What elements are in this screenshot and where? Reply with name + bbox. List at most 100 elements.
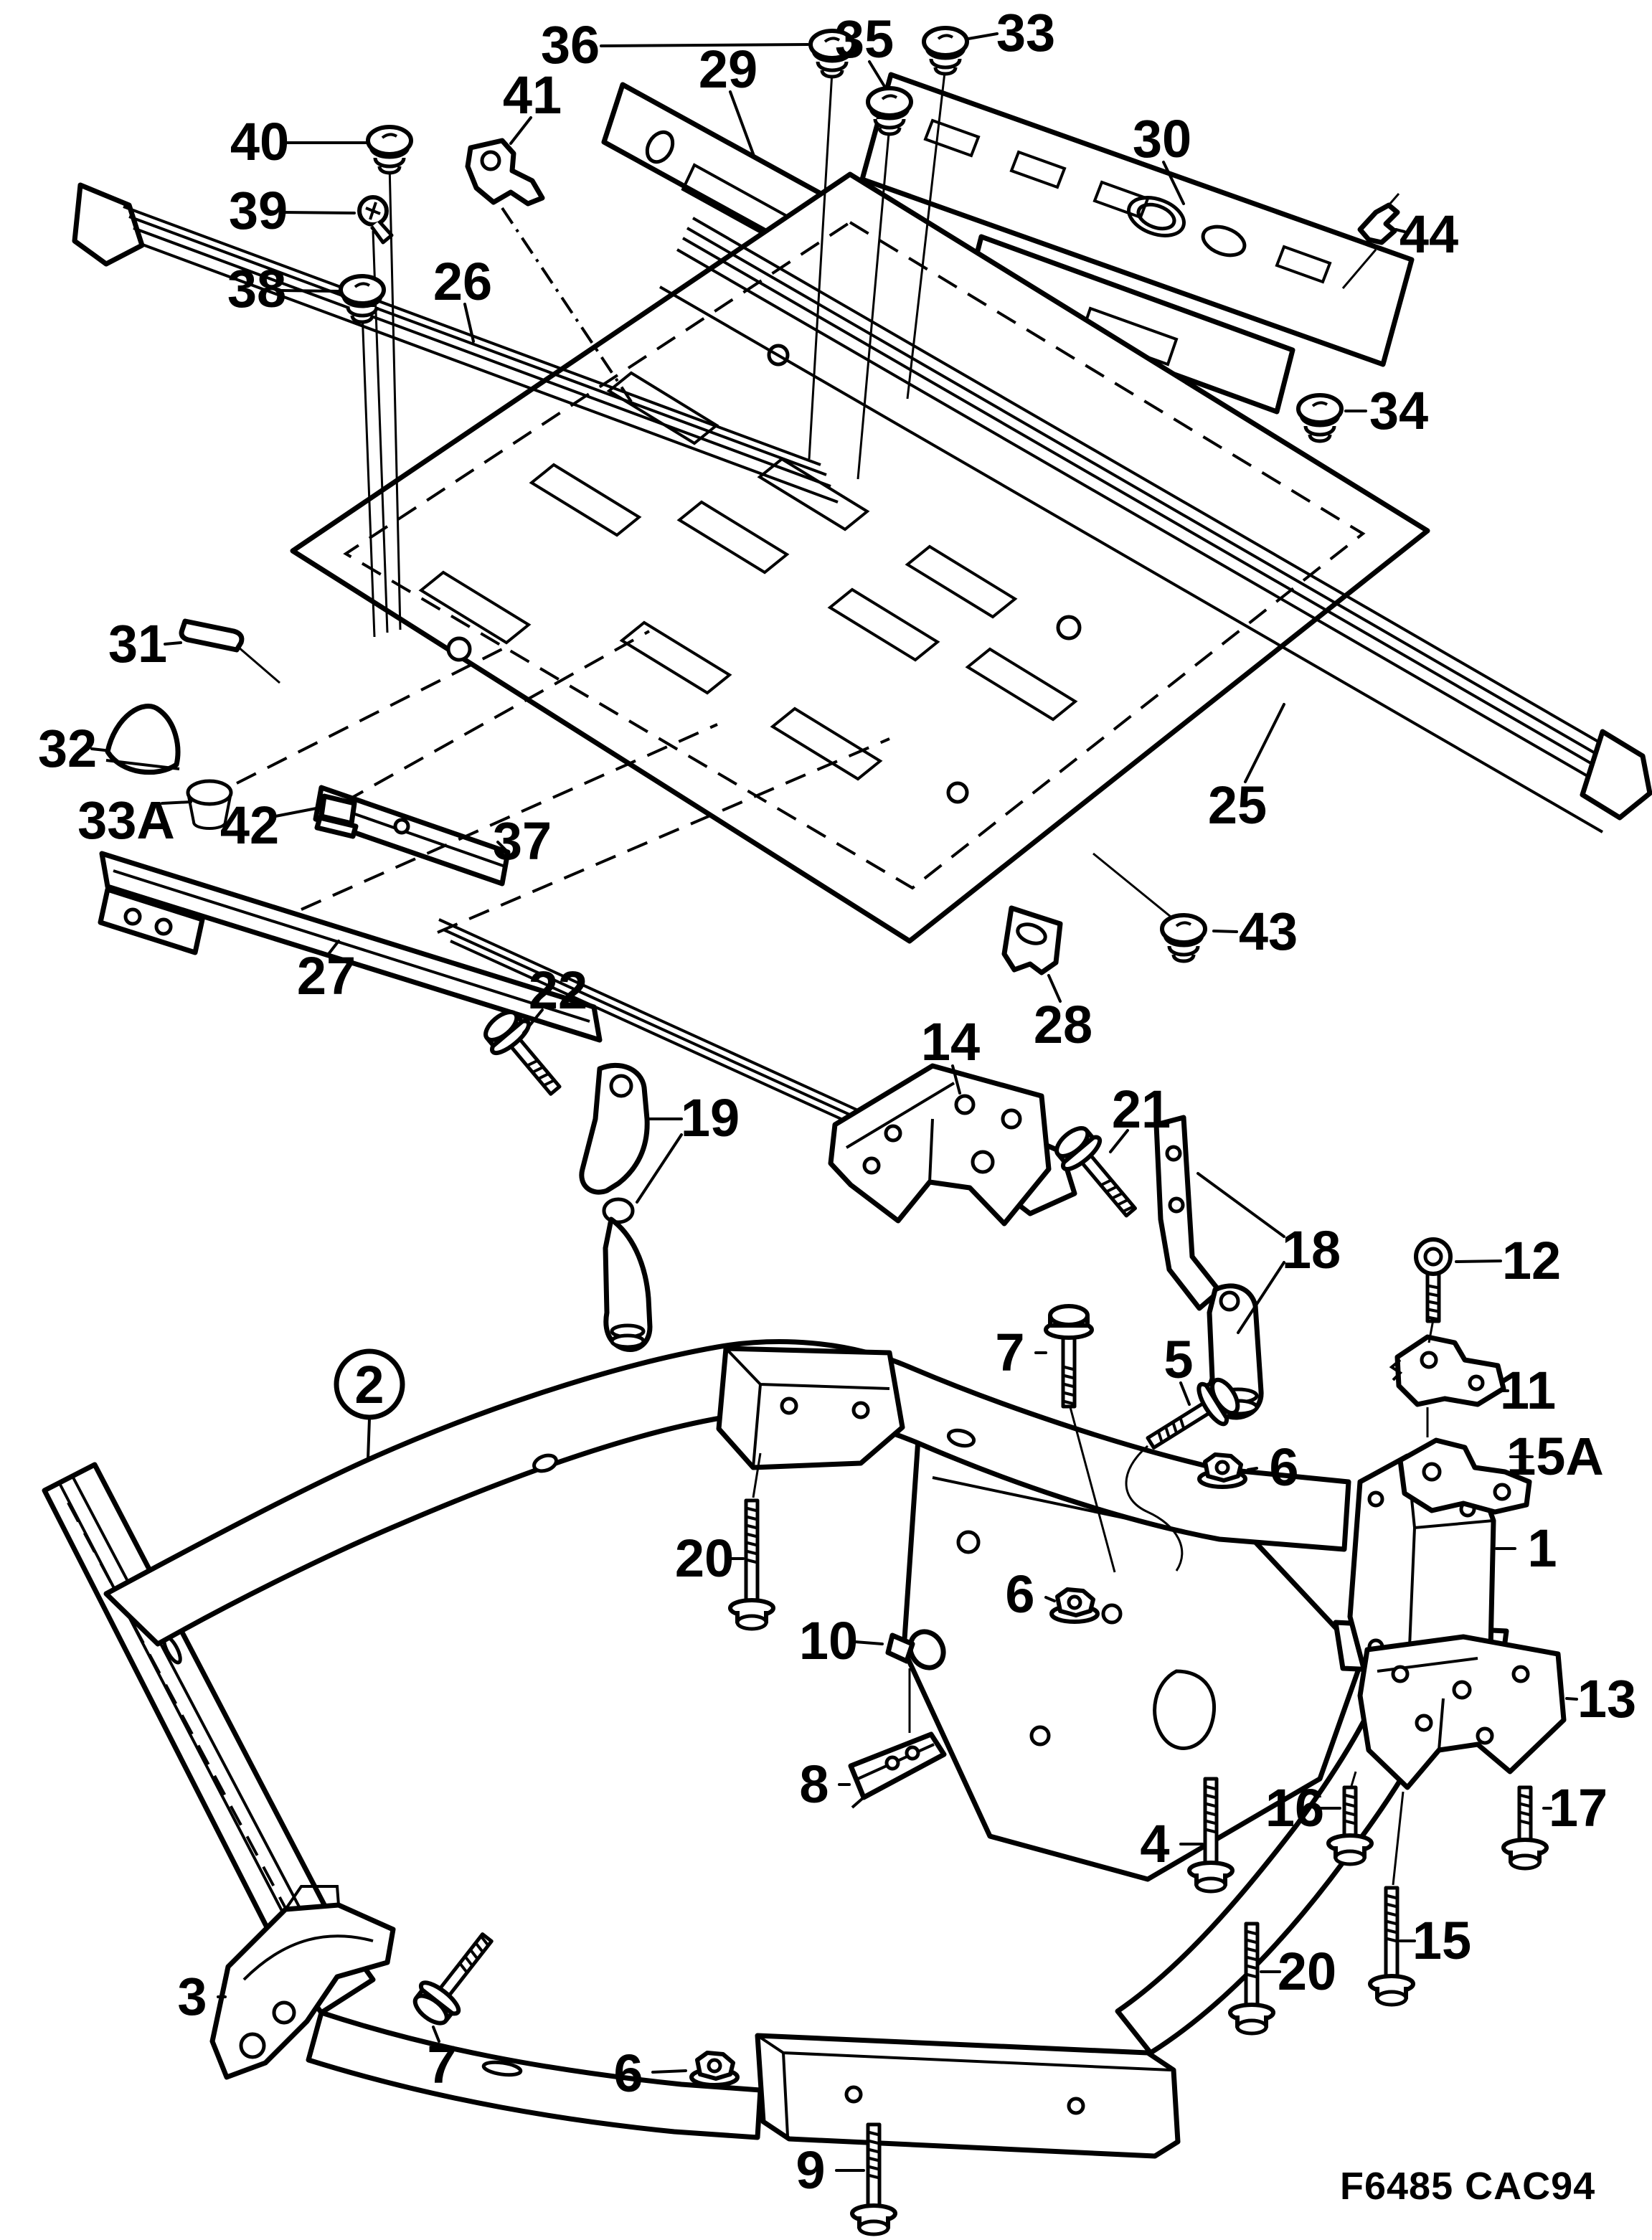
callout-number: 4 [1140,1814,1169,1873]
triangular-cap-base [105,759,180,770]
center-plate-hole [1101,1603,1123,1625]
callout-number: 36 [541,15,600,75]
rear-panel-slot [923,118,1332,284]
callout-37: 37 [493,811,552,871]
callout-number: 17 [1549,1778,1608,1838]
subframe-assembly [42,1062,1567,2159]
callout-44: 44 [1394,204,1458,264]
callout-leader [651,2069,687,2074]
callout-number: 9 [796,2140,825,2200]
callout-15: 15 [1399,1911,1471,1970]
front-member-boss [716,1346,905,1470]
callout-number: 20 [1278,1942,1336,2001]
callout-number: 27 [297,946,356,1006]
callout-27: 27 [297,940,356,1006]
callout-leader [1247,1467,1258,1471]
pin-stem [237,65,1377,2123]
callout-number: 7 [995,1323,1024,1382]
callout-6: 6 [613,2043,687,2103]
center-plate-hole [1029,1725,1051,1747]
nut-6-upper-icon [1197,1452,1247,1489]
yoke-hole [1415,1714,1433,1732]
cage-nut-clip-hole [480,150,501,171]
grommet-40-icon [366,125,413,175]
callout-25: 25 [1208,703,1285,835]
floor-pan-assembly [72,65,1652,2123]
callout-leader [729,90,756,159]
callout-33: 33 [967,3,1055,62]
callout-number: 8 [799,1754,829,1814]
callout-number: 22 [529,960,587,1020]
callout-leader [1394,228,1406,233]
callout-leader [496,841,508,852]
left-sill-strip [123,205,839,504]
floor-pan [290,171,1430,944]
rubber-link-ring [610,1333,646,1349]
callout-number: 2 [354,1355,384,1414]
callout-leader [1565,1697,1578,1701]
stay-bracket-hole [272,2000,296,2025]
callout-number: 33A [77,790,175,850]
callout-10: 10 [799,1611,884,1670]
callout-2: 2 [334,1348,405,1460]
callout-12: 12 [1455,1231,1561,1290]
callout-number: 43 [1239,902,1298,961]
bolt-22-icon [483,1010,562,1096]
front-rail-bracket-hole [123,907,142,926]
callout-number: 5 [1164,1330,1193,1389]
callout-number: 6 [1005,1564,1034,1624]
center-plate-hole [956,1530,981,1554]
grommet-43-icon [1160,913,1207,963]
callout-28: 28 [1034,974,1092,1054]
callout-leader [1244,703,1285,783]
callout-4: 4 [1140,1814,1204,1873]
callout-number: 31 [108,614,167,674]
callout-leader [463,303,475,343]
callout-29: 29 [699,39,757,159]
left-sill-endcap [72,182,145,267]
rubber-link-eye [1219,1290,1240,1312]
stay-strap [1153,1115,1222,1311]
callout-number: 6 [613,2043,643,2103]
bolt-15-icon [1368,1886,1415,2007]
front-rail-bracket-hole [154,917,173,936]
bolt-20-right-icon [1228,1922,1275,2036]
rivet-body [885,1632,915,1664]
grommet-36-icon [808,29,856,79]
callout-number: 44 [1400,204,1458,264]
stay-bracket-curve [242,1885,374,1981]
callout-number: 26 [433,252,492,311]
callout-leader [280,289,340,293]
front-member-boss-facet [724,1347,890,1468]
callout-40: 40 [230,112,369,171]
callout-leader [1455,1260,1502,1263]
rubber-link-eye [609,1074,633,1098]
callout-number: 1 [1527,1518,1557,1578]
callout-6: 6 [1005,1564,1056,1624]
callout-leader [854,1640,884,1645]
callout-18: 18 [1196,1172,1341,1334]
cup-plug-body [187,792,232,830]
callout-number: 42 [220,795,279,855]
grommet-35-icon [866,86,913,136]
clamp-hole [905,1745,920,1761]
bolt-5-icon [1146,1377,1240,1450]
torx-bolt-12-icon [1414,1237,1453,1323]
callout-15A: 15A [1506,1427,1604,1486]
callout-leader [1212,930,1238,933]
nut-6-lower-icon [689,2051,740,2087]
subframe-left-rail-edge [59,1477,317,1949]
callout-22: 22 [522,960,587,1034]
triangular-cap [105,704,181,775]
callout-number: 14 [921,1012,980,1072]
callout-20: 20 [1260,1942,1336,2001]
callout-number: 21 [1112,1079,1171,1139]
callout-number: 32 [38,719,97,778]
yoke-hole [971,1150,995,1174]
front-member-slot [946,1428,976,1448]
callout-30: 30 [1133,109,1191,205]
callout-number: 15A [1506,1427,1604,1486]
callout-number: 34 [1369,381,1428,440]
callout-number: 29 [699,39,757,99]
rubber-link-left-upper [579,1062,650,1195]
